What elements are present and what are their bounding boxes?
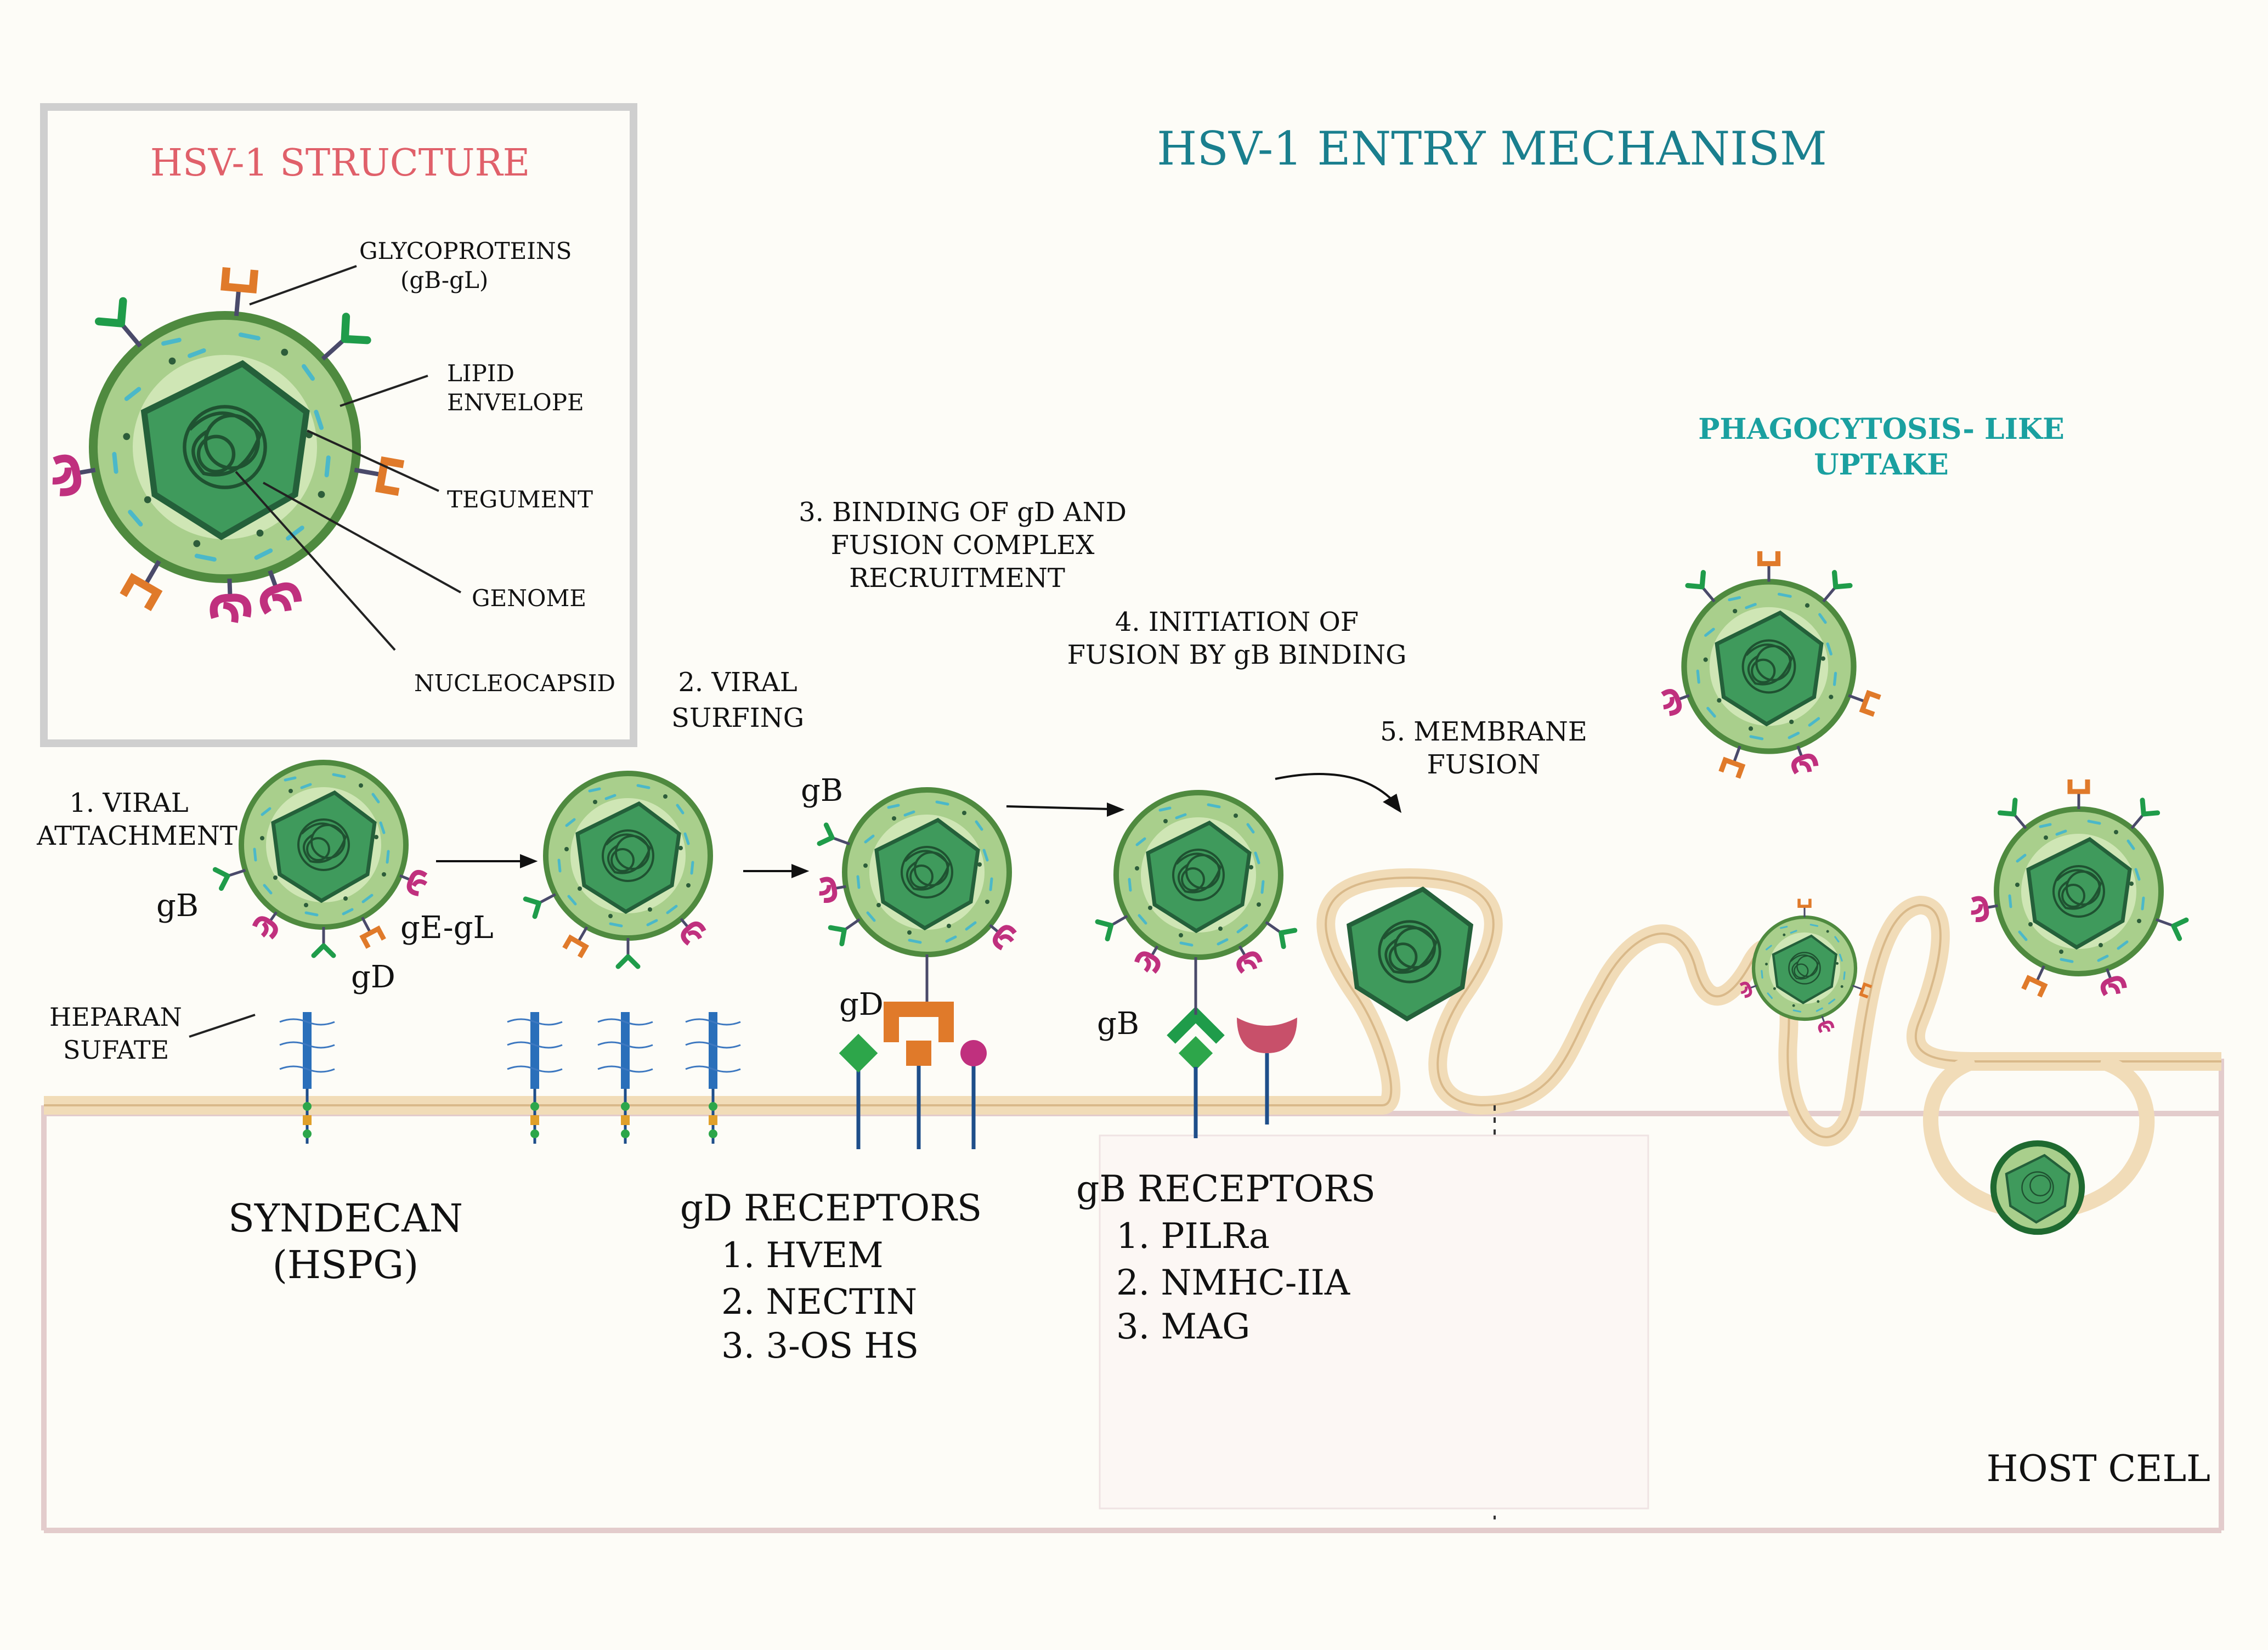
label-gD-step3: gD — [839, 987, 884, 1022]
hspg-step2a — [507, 1012, 562, 1144]
host-cell — [41, 868, 2224, 1533]
phagocytosis-label-1: PHAGOCYTOSIS- LIKE — [1698, 412, 2065, 446]
gb-receptor-item: 3. MAG — [1116, 1307, 1250, 1347]
step4-label-1: 4. INITIATION OF — [1115, 607, 1359, 637]
host-cell-label: HOST CELL — [1987, 1448, 2210, 1490]
step3-label-1: 3. BINDING OF gD AND — [799, 497, 1127, 528]
label-tegument: TEGUMENT — [447, 486, 593, 513]
gb-receptor-item: 2. NMHC-IIA — [1116, 1263, 1350, 1303]
step3-label-2: FUSION COMPLEX — [831, 530, 1095, 561]
hspg-step2b — [598, 1012, 653, 1144]
gd-receptor-item: 1. HVEM — [721, 1235, 884, 1276]
structure-title: HSV-1 STRUCTURE — [150, 142, 530, 185]
label-gB-step1: gB — [156, 888, 199, 924]
step3-label-3: RECRUITMENT — [849, 563, 1065, 594]
heparan-label-1: HEPARAN — [49, 1002, 182, 1032]
virion-phago-top — [1659, 551, 1880, 778]
syndecan-label-1: SYNDECAN — [228, 1196, 463, 1241]
gd-receptor-item: 3. 3-OS HS — [721, 1326, 919, 1366]
label-gB-step3: gB — [801, 773, 843, 809]
capsid-fusion — [1347, 886, 1474, 1022]
gb-receptors-title: gB RECEPTORS — [1076, 1168, 1376, 1210]
structure-leader-lines — [235, 265, 461, 651]
label-envelope: ENVELOPE — [447, 389, 584, 416]
heparan-label-2: SUFATE — [63, 1035, 169, 1065]
gd-receptors — [839, 1002, 987, 1149]
step1-label-1: 1. VIRAL — [69, 788, 188, 818]
step-arrows — [436, 773, 1402, 878]
label-gE-gL: gE-gL — [400, 910, 494, 946]
virion-step2 — [525, 773, 710, 967]
step4-label-2: FUSION BY gB BINDING — [1067, 640, 1407, 670]
virion-phago-right — [1969, 779, 2186, 998]
label-genome: GENOME — [472, 585, 586, 612]
step5-label-2: FUSION — [1427, 749, 1541, 780]
step1-label-2: ATTACHMENT — [36, 821, 237, 851]
label-lipid: LIPID — [447, 360, 514, 387]
structure-inset: HSV-1 STRUCTURE GLYCOPROTEINS (gB-gL) LI… — [40, 103, 637, 747]
virion-step3 — [817, 790, 1018, 954]
label-gB-step4: gB — [1097, 1006, 1139, 1042]
hspg-step2c — [686, 1012, 740, 1144]
virion-endosome — [1990, 1140, 2085, 1235]
hspg-step1 — [280, 1012, 335, 1144]
mechanism-title: HSV-1 ENTRY MECHANISM — [1157, 122, 1827, 176]
label-glycoproteins-sub: (gB-gL) — [400, 267, 488, 293]
step2-label-2: SURFING — [671, 703, 804, 733]
virion-step1 — [215, 762, 429, 956]
syndecan-label-2: (HSPG) — [273, 1242, 419, 1287]
label-glycoproteins: GLYCOPROTEINS — [359, 238, 572, 264]
label-nucleocapsid: NUCLEOCAPSID — [414, 670, 615, 697]
step2-label-1: 2. VIRAL — [678, 667, 797, 698]
gd-receptor-item: 2. NECTIN — [721, 1282, 917, 1323]
label-gD-step1: gD — [351, 959, 395, 995]
virion-phago-small — [1738, 899, 1871, 1035]
gb-receptor-item: 1. PILRa — [1116, 1216, 1270, 1257]
phagocytosis-label-2: UPTAKE — [1814, 448, 1948, 482]
gd-receptors-title: gD RECEPTORS — [680, 1187, 982, 1229]
step5-label-1: 5. MEMBRANE — [1380, 716, 1587, 747]
virion-step4 — [1098, 793, 1295, 975]
